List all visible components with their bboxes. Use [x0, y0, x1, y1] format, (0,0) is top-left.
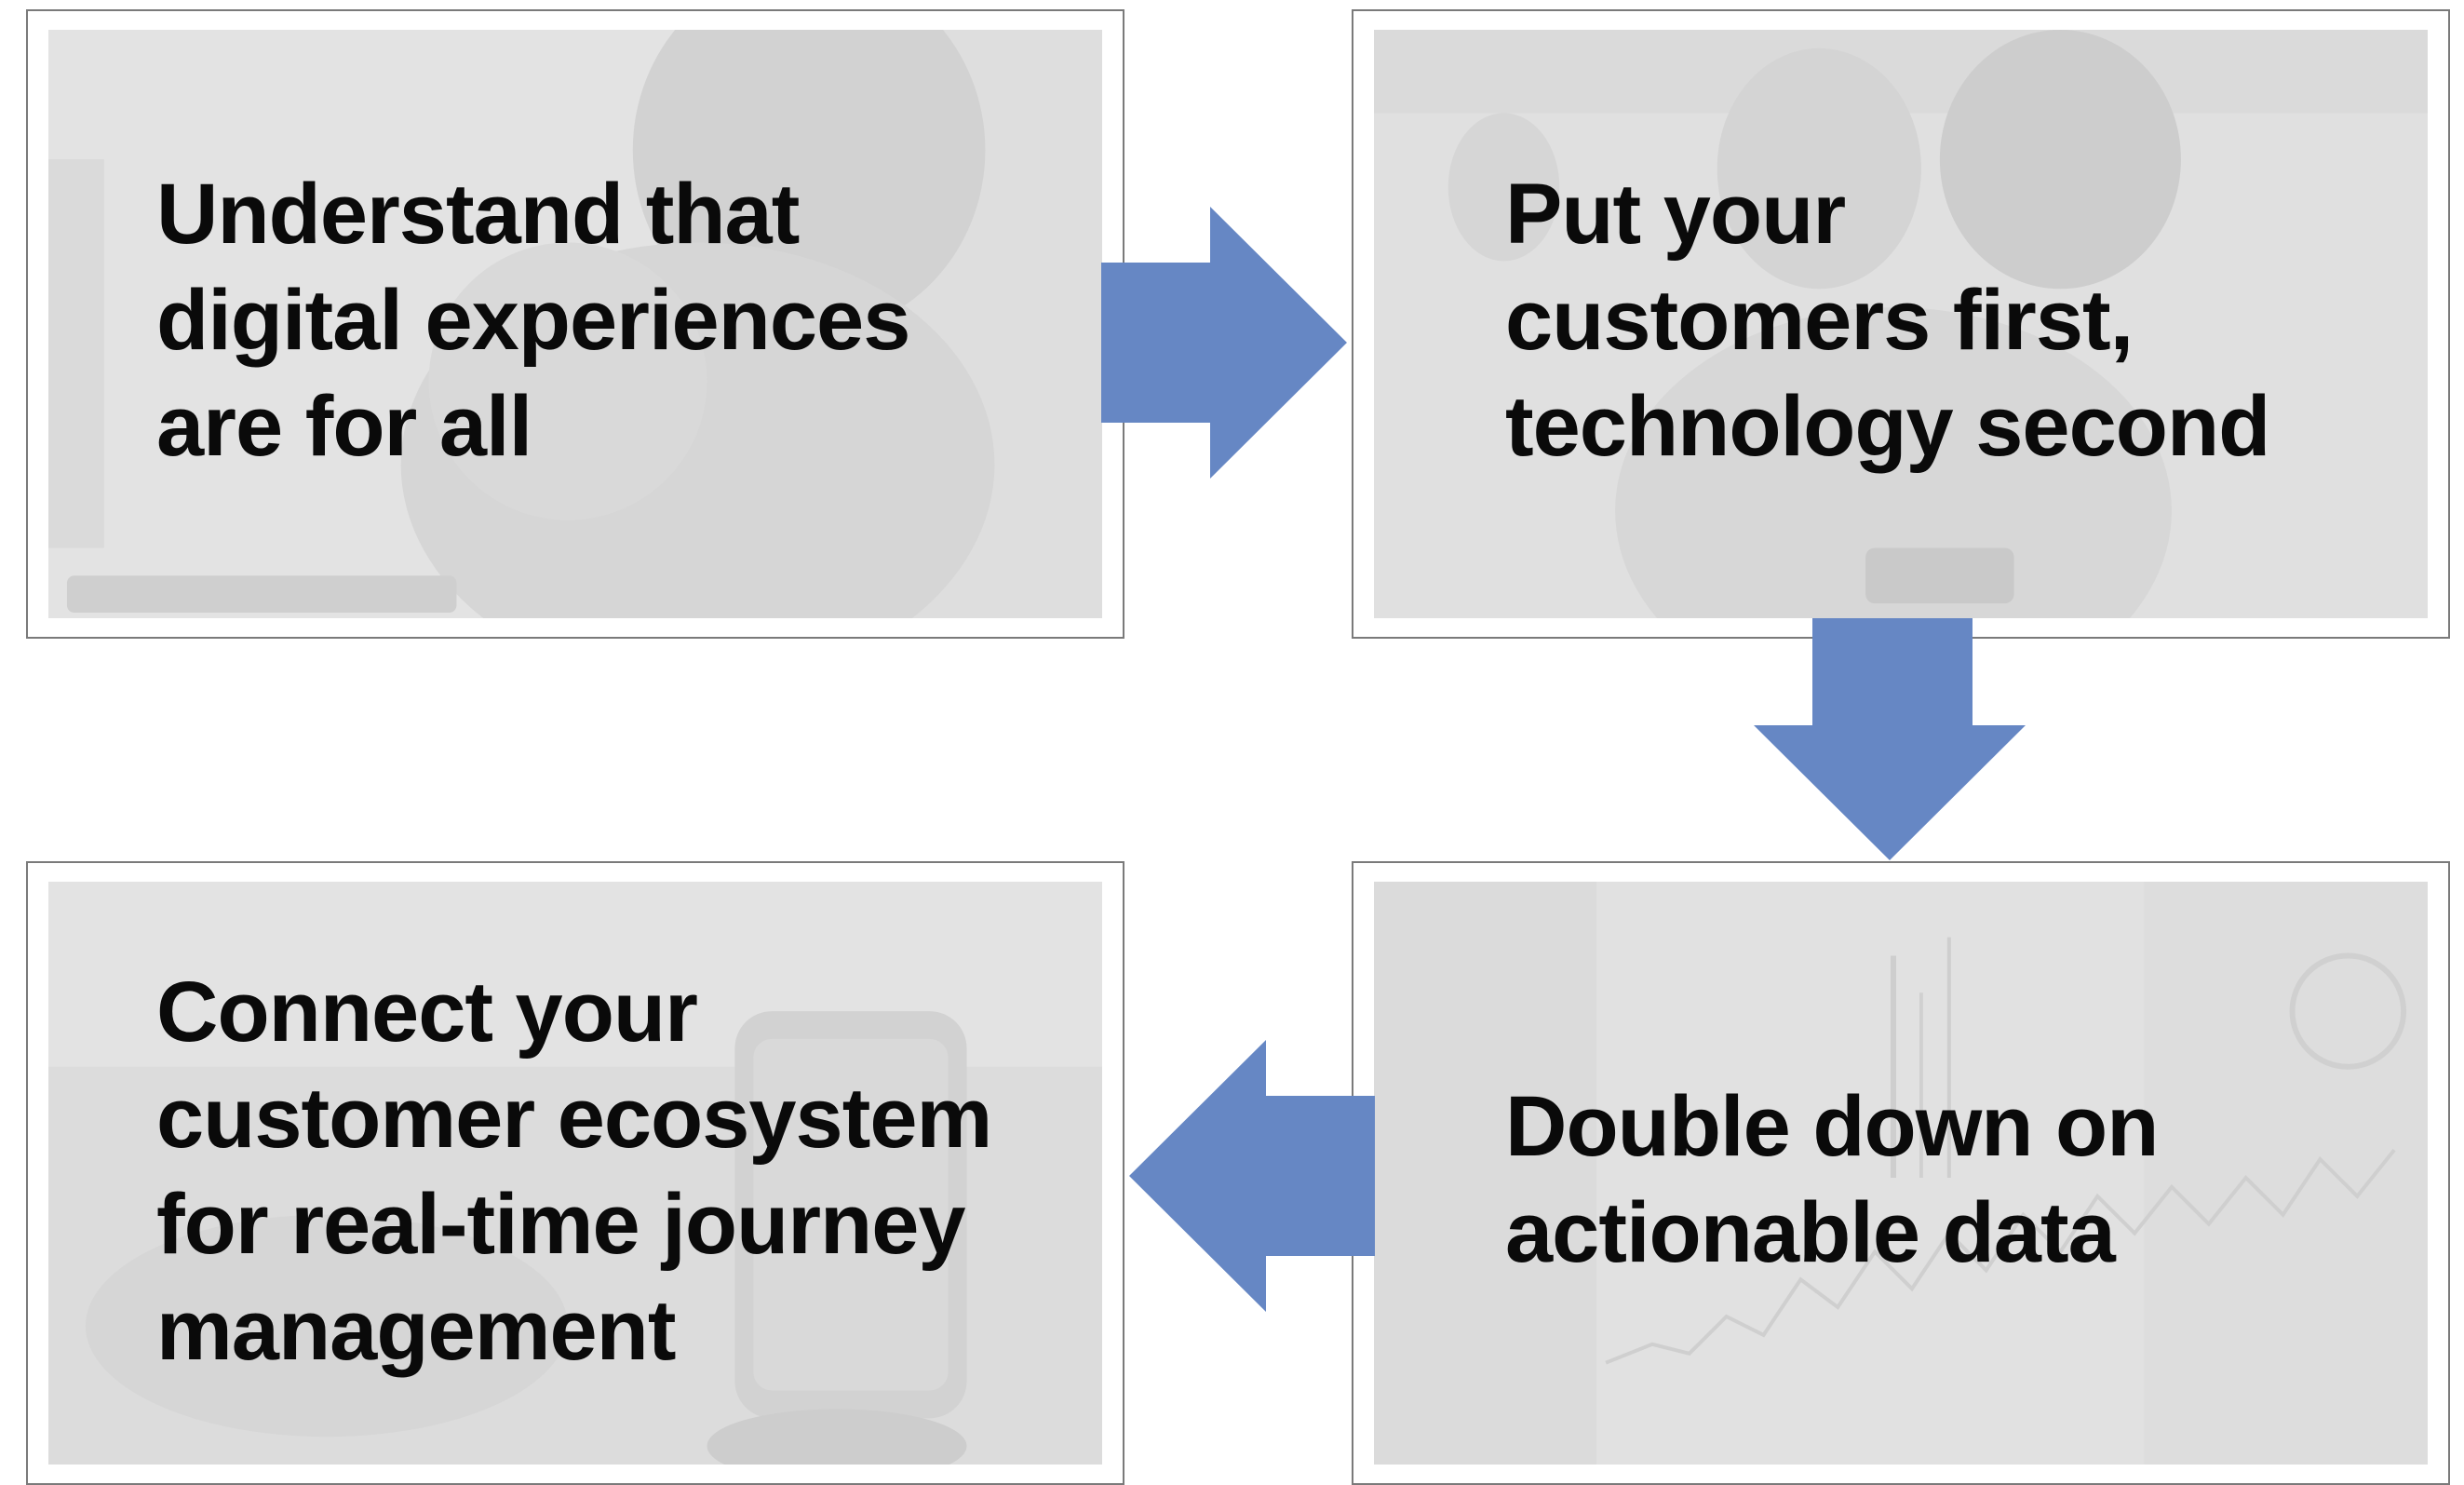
step-1-label: Understand that digital experiences are …	[156, 161, 910, 479]
step-2-label: Put your customers first, technology sec…	[1505, 161, 2270, 479]
step-4-line-4: management	[156, 1283, 677, 1378]
grandparent-and-child-tablet-photo	[48, 30, 1102, 618]
step-3-label: Double down on actionable data	[1505, 1073, 2159, 1286]
step-2-line-1: Put your	[1505, 167, 1846, 262]
arrow-right-icon	[1101, 207, 1347, 479]
step-3-line-2: actionable data	[1505, 1185, 2116, 1280]
step-1-line-1: Understand that	[156, 167, 800, 262]
data-chart-photo	[1374, 882, 2428, 1465]
step-4-line-2: customer ecosystem	[156, 1071, 992, 1166]
two-women-shopping-photo	[1374, 30, 2428, 618]
step-card-4	[26, 861, 1124, 1485]
step-card-3	[1352, 861, 2450, 1485]
arrow-down-icon	[1754, 618, 2026, 860]
step-2-line-2: customers first,	[1505, 273, 2134, 368]
step-3-line-1: Double down on	[1505, 1079, 2159, 1174]
step-4-label: Connect your customer ecosystem for real…	[156, 959, 992, 1384]
step-card-2	[1352, 9, 2450, 639]
step-1-line-3: are for all	[156, 379, 532, 474]
step-4-line-1: Connect your	[156, 965, 698, 1060]
parcel-delivery-phone-photo	[48, 882, 1102, 1465]
step-card-1	[26, 9, 1124, 639]
arrow-left-icon	[1129, 1040, 1375, 1312]
step-1-line-2: digital experiences	[156, 273, 910, 368]
step-2-line-3: technology second	[1505, 379, 2270, 474]
step-4-line-3: for real-time journey	[156, 1177, 966, 1272]
